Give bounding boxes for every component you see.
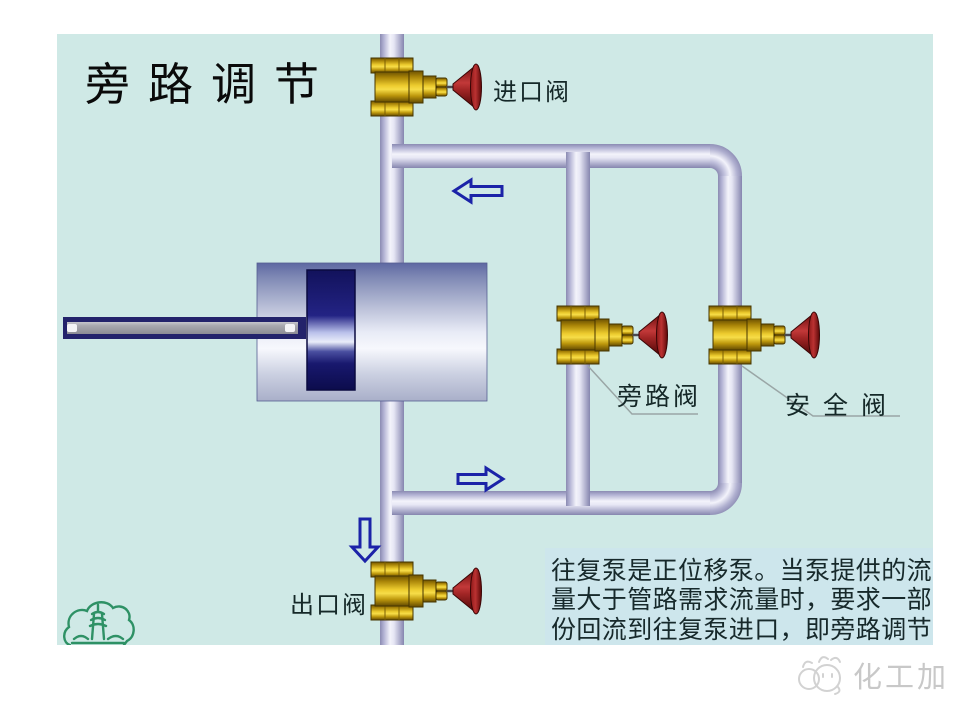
safety-valve-leader-line — [741, 365, 900, 417]
description-text: 往复泵是正位移泵。当泵提供的流 量大于管路需求流量时，要求一部 份回流到往复泵进… — [551, 557, 933, 645]
safety-valve-label: 安全阀 — [785, 393, 900, 420]
description-line: 份回流到往复泵进口，即旁路调节 — [551, 616, 933, 644]
slide: 旁路调节 进口阀 旁路阀 安全阀 出口阀 往复泵是正位移泵。当泵提供的流 量大于… — [57, 34, 933, 645]
top-horizontal-pipe — [392, 144, 710, 168]
safety-valve — [707, 304, 821, 366]
bottom-horizontal-pipe — [392, 491, 710, 515]
bypass-valve — [555, 304, 669, 366]
slide-title: 旁路调节 — [85, 60, 338, 110]
right-arrow-icon — [456, 465, 506, 493]
outlet-valve-label: 出口阀 — [290, 593, 368, 619]
piping-diagram — [63, 34, 900, 645]
pipe-elbow-top-right — [708, 144, 742, 178]
left-arrow-icon — [451, 177, 504, 205]
description-line: 往复泵是正位移泵。当泵提供的流 — [551, 558, 933, 585]
pump-cylinder — [63, 262, 488, 402]
description-line: 量大于管路需求流量时，要求一部 — [551, 587, 933, 615]
pump-piston — [306, 269, 356, 391]
pipe-elbow-bottom-right — [708, 481, 742, 515]
outlet-valve — [369, 560, 483, 622]
bypass-valve-label: 旁路阀 — [617, 384, 702, 411]
down-arrow-icon — [348, 517, 382, 564]
elephant-icon — [798, 656, 841, 695]
description-panel — [545, 548, 933, 645]
bypass-valve-leader-line — [587, 365, 698, 415]
piston-rod — [63, 317, 306, 339]
inlet-valve — [369, 56, 483, 118]
watermark: 化工加 — [795, 651, 949, 699]
watermark-brand: 化工加 — [853, 662, 950, 694]
inlet-valve-label: 进口阀 — [493, 80, 571, 106]
pagoda-emblem-icon — [63, 601, 135, 645]
